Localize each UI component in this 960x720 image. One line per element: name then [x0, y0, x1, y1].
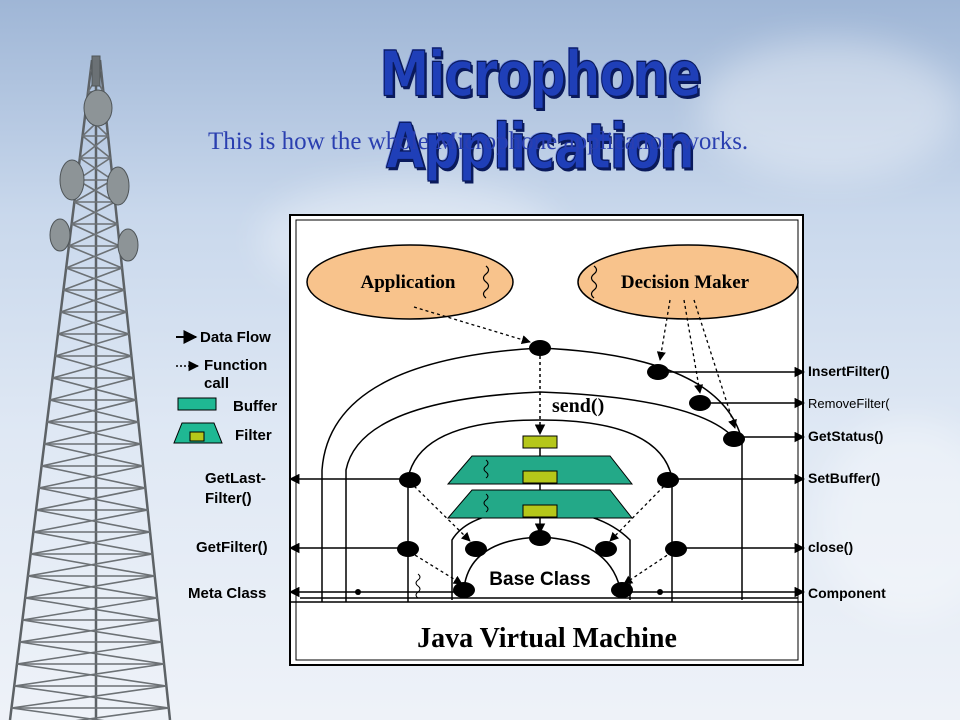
tower-brace	[68, 223, 118, 247]
slide-subtitle: This is how the whole Microphone applica…	[208, 128, 749, 155]
call-close-to-base	[623, 551, 673, 585]
junction-base-right	[595, 541, 617, 557]
tower-brace	[27, 553, 153, 577]
insert-filter-label: InsertFilter()	[808, 363, 890, 379]
tower-brace	[41, 443, 141, 467]
set-buffer-label: SetBuffer()	[808, 470, 880, 486]
tower-brace	[65, 245, 121, 269]
legend-data-flow-label: Data Flow	[200, 329, 271, 346]
tower-brace	[46, 399, 137, 423]
application-label: Application	[360, 272, 455, 293]
junction-component-small	[657, 589, 663, 595]
call-dm-to-remove	[683, 299, 704, 394]
legend-function-call-label-2: call	[204, 375, 229, 392]
junction-last-filter	[399, 472, 421, 488]
tower-brace	[38, 465, 144, 489]
application-node	[306, 244, 514, 320]
tower-brace	[54, 333, 130, 357]
slide-title: Microphone Application	[379, 37, 702, 183]
tower-brace	[49, 377, 134, 401]
call-getfilter-to-base	[409, 551, 463, 585]
tower-brace	[33, 509, 148, 533]
tower-brace	[16, 641, 162, 665]
get-filter-label: GetFilter()	[196, 539, 268, 556]
base-thread-icon	[415, 573, 421, 599]
call-setbuffer-to-base	[609, 481, 669, 542]
background-cloud	[820, 420, 960, 620]
tower-brace	[73, 179, 114, 203]
tower-brace	[71, 201, 116, 225]
get-status-label: GetStatus()	[808, 428, 883, 444]
tower-brace	[14, 663, 165, 687]
buffer-bottom	[522, 504, 558, 518]
filter-thread-icon	[483, 459, 489, 479]
tower-brace	[30, 531, 151, 555]
buffer-middle	[522, 470, 558, 484]
tower-brace	[79, 135, 109, 159]
tower-brace	[79, 157, 114, 181]
get-last-filter-label-2: Filter()	[205, 490, 252, 507]
legend-filter-label: Filter	[235, 427, 272, 444]
junction-send-top	[529, 340, 551, 356]
tower-brace	[73, 201, 118, 225]
decision-maker-wavy-thread-icon	[590, 265, 598, 299]
jvm-label: Java Virtual Machine	[417, 623, 677, 654]
junction-base-low-left	[453, 582, 475, 598]
base-class-label: Base Class	[489, 569, 590, 590]
tower-brace	[75, 707, 169, 720]
tower-brace	[71, 223, 121, 247]
tower-brace	[44, 421, 139, 445]
call-dm-to-insert	[656, 299, 671, 361]
tower-brace	[25, 575, 155, 599]
junction-get-filter	[397, 541, 419, 557]
close-label: close()	[808, 539, 853, 555]
get-last-filter-label: GetLast-	[205, 470, 266, 487]
application-wavy-thread-icon	[482, 265, 490, 299]
junction-base-left	[465, 541, 487, 557]
meta-class-label: Meta Class	[188, 585, 266, 602]
tower-brace	[19, 619, 160, 643]
junction-status	[723, 431, 745, 447]
decision-maker-node	[577, 244, 799, 320]
call-lastfilter-to-base	[409, 481, 471, 542]
junction-base-center	[529, 530, 551, 546]
junction-base-low-right	[611, 582, 633, 598]
tower-brace	[68, 245, 123, 269]
junction-insert	[647, 364, 669, 380]
background-cloud	[700, 40, 960, 180]
legend-function-call-label: Function	[204, 357, 267, 374]
tower-brace	[57, 311, 127, 335]
tower-brace	[60, 289, 125, 313]
junction-remove	[689, 395, 711, 411]
call-app-to-send	[413, 306, 531, 344]
tower-brace	[52, 355, 132, 379]
tower-brace	[63, 289, 127, 313]
antenna-tower-illustration	[8, 55, 172, 720]
tower-brace	[11, 685, 167, 709]
filter-thread-icon	[483, 493, 489, 513]
junction-meta-small	[355, 589, 361, 595]
buffer-top	[522, 435, 558, 449]
legend-buffer-swatch	[177, 397, 217, 411]
filter-upper	[446, 455, 634, 485]
decision-maker-label: Decision Maker	[621, 272, 750, 293]
tower-brace	[35, 487, 146, 511]
tower-brace	[82, 135, 111, 159]
tower-brace	[65, 267, 125, 291]
call-dm-to-status	[693, 299, 737, 429]
legend-buffer-label: Buffer	[233, 398, 277, 415]
remove-filter-label: RemoveFilter(	[808, 396, 890, 411]
junction-set-buffer	[657, 472, 679, 488]
inner-arc	[407, 419, 673, 602]
junction-close	[665, 541, 687, 557]
component-label: Component	[808, 585, 886, 601]
tower-brace	[22, 597, 158, 621]
send-label: send()	[552, 395, 604, 417]
legend-filter-buffer-swatch	[189, 431, 205, 442]
tower-brace	[63, 267, 123, 291]
